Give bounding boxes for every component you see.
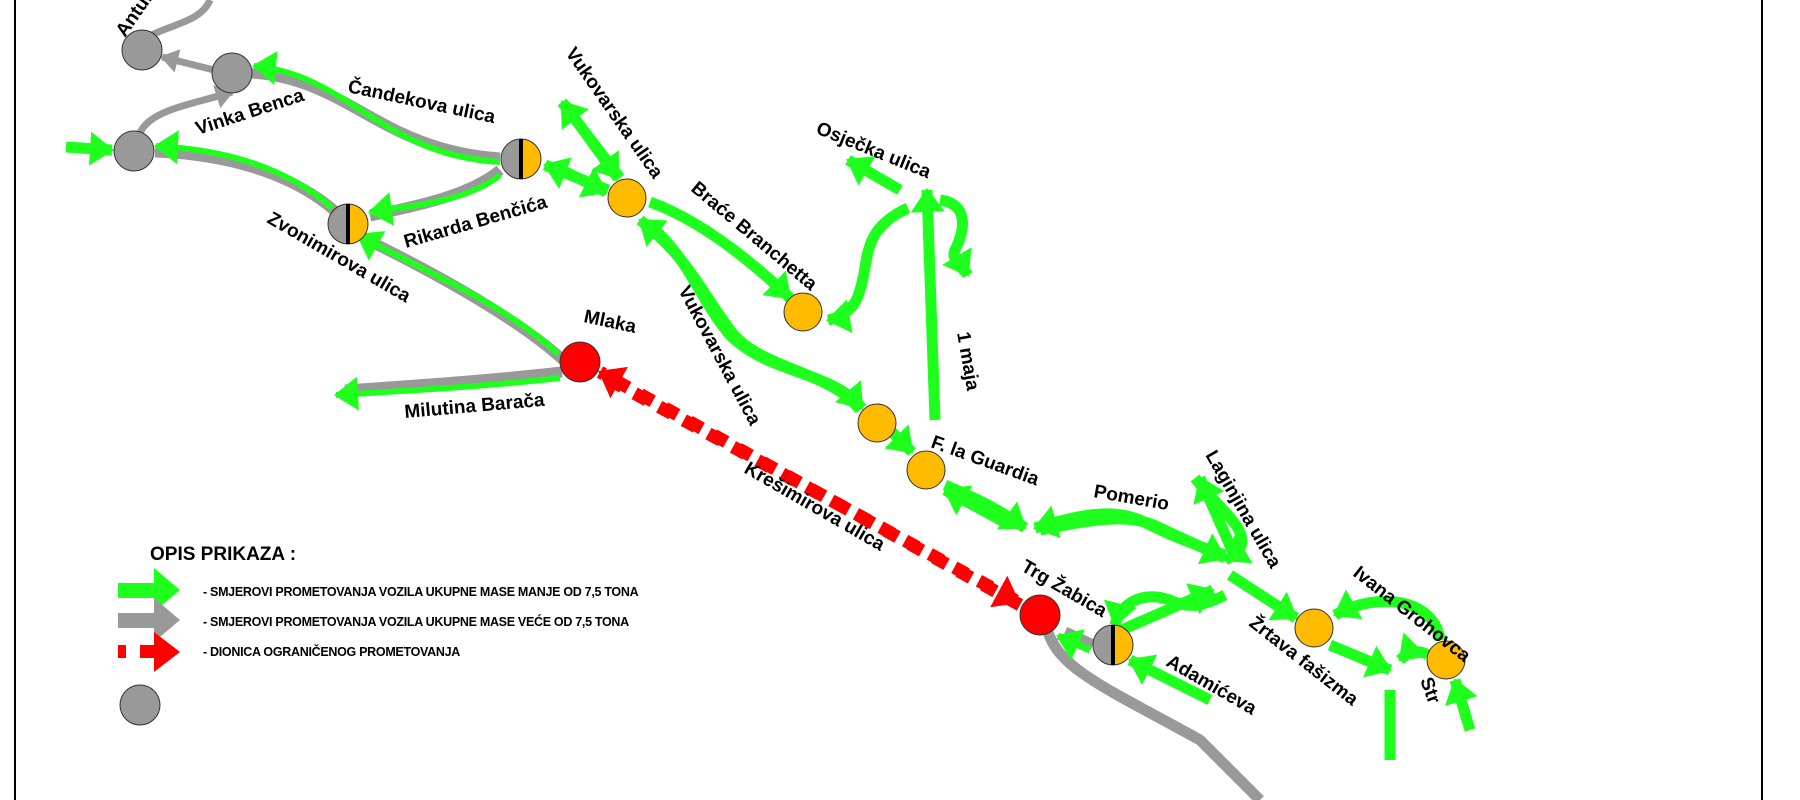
route-green-vukovarska-2-back xyxy=(646,220,867,412)
legend-title: OPIS PRIKAZA : xyxy=(150,544,296,565)
junction-gray xyxy=(113,130,155,172)
street-label: 1 maja xyxy=(952,330,983,392)
junction-split xyxy=(500,138,542,180)
junction-orange xyxy=(607,178,647,218)
route-green-fasizma-east xyxy=(1327,639,1393,678)
legend-item-heavy: - SMJEROVI PROMETOVANJA VOZILA UKUPNE MA… xyxy=(118,598,629,642)
route-green-la-guardia-north xyxy=(942,485,1013,530)
junction-orange xyxy=(1426,640,1466,680)
route-green-osjecka xyxy=(845,155,903,195)
street-label: Str xyxy=(1415,675,1444,708)
gray-arrow-icon xyxy=(118,613,156,628)
route-green-branchetta xyxy=(648,196,794,302)
route-green-zrtava-fasizma xyxy=(1226,570,1300,623)
street-label: F. la Guardia xyxy=(928,432,1042,491)
route-green-entry xyxy=(65,131,114,166)
legend-item-restricted: - DIONICA OGRANIČENOG PROMETOVANJA xyxy=(118,632,461,672)
route-green-pomerio-east xyxy=(1038,513,1228,565)
route-green-adamiceva xyxy=(1127,654,1213,705)
route-green-zabica xyxy=(1056,629,1092,661)
route-green-rikarda xyxy=(368,172,502,226)
legend-label: - SMJEROVI PROMETOVANJA VOZILA UKUPNE MA… xyxy=(203,585,639,599)
green-arrow-icon xyxy=(118,583,156,598)
junction-gray xyxy=(211,52,253,94)
legend-item-light: - SMJEROVI PROMETOVANJA VOZILA UKUPNE MA… xyxy=(118,568,639,612)
legend-label: - DIONICA OGRANIČENOG PROMETOVANJA xyxy=(203,644,460,659)
junction-orange xyxy=(783,292,823,332)
junction-orange xyxy=(906,450,946,490)
route-restricted-kresimirova-back xyxy=(606,374,1022,608)
route-green-vukovarska-b xyxy=(559,165,609,198)
route-green-zvonimirova-top xyxy=(154,130,335,211)
route-green-milutina xyxy=(334,375,561,411)
route-gray-vinka-benca xyxy=(136,85,234,135)
legend: OPIS PRIKAZA : - SMJEROVI PROMETOVANJA V… xyxy=(118,544,639,726)
street-label: Milutina Barača xyxy=(404,390,546,423)
junction-red-mlaka xyxy=(559,341,601,383)
street-label: Vinka Benca xyxy=(193,85,307,140)
junction-gray xyxy=(121,29,163,71)
street-label: Mlaka xyxy=(582,306,638,338)
route-green-osjecka-loop xyxy=(826,203,911,334)
route-green-zvonimirova xyxy=(356,231,561,357)
route-green-la-guardia xyxy=(884,424,916,456)
route-green-1maja xyxy=(910,188,945,421)
route-gray-adamiceva xyxy=(1042,630,1264,800)
route-green-1maja-loop xyxy=(938,194,973,279)
red-dashed-arrow-icon xyxy=(118,645,126,658)
junction-orange xyxy=(1294,608,1334,648)
legend-gray-junction-icon xyxy=(119,684,161,726)
junction-red-trg-zabica xyxy=(1019,594,1061,636)
street-label: Krešimirova ulica xyxy=(741,458,889,556)
legend-label: - SMJEROVI PROMETOVANJA VOZILA UKUPNE MA… xyxy=(203,614,629,629)
route-green-vukovarska-south xyxy=(560,101,623,182)
route-green-laginjina-north xyxy=(1193,475,1238,553)
route-green-adamiceva-north xyxy=(1107,583,1216,641)
junction-split xyxy=(327,203,369,245)
route-green-grohovca-link xyxy=(1396,632,1431,665)
route-gray-benca-antun xyxy=(160,49,215,74)
route-green-candekova xyxy=(252,51,501,165)
junction-orange xyxy=(857,403,897,443)
route-green-str xyxy=(1445,678,1478,732)
route-gray-milutina xyxy=(344,366,563,396)
junction-split xyxy=(1092,624,1134,666)
route-green-grohovca xyxy=(1332,589,1446,642)
